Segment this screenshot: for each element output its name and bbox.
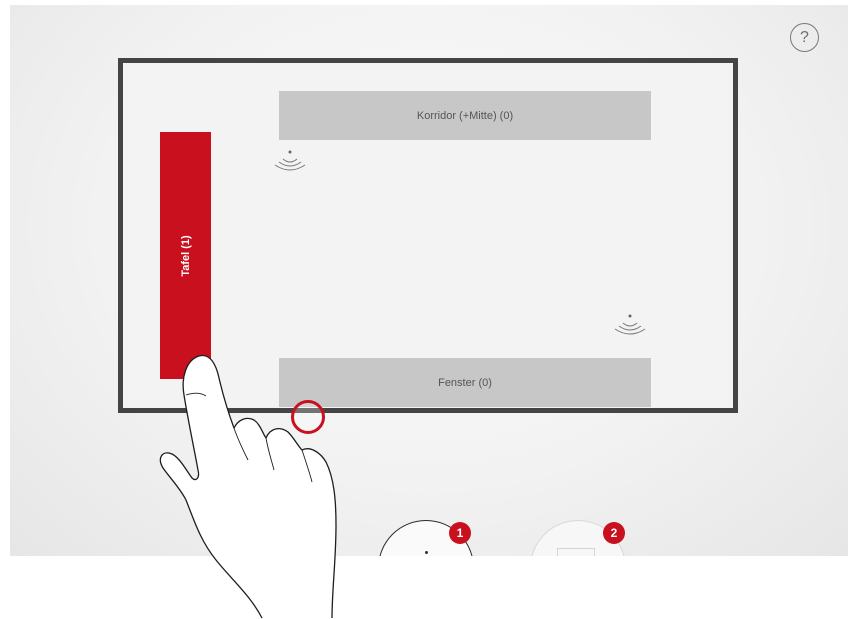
- wifi-sensor-icon: [611, 311, 649, 343]
- help-button[interactable]: ?: [790, 23, 819, 52]
- help-icon: ?: [800, 29, 809, 47]
- app-canvas: ? Korridor (+Mitte) (0) Tafel (1) Fenste…: [10, 5, 848, 556]
- zone-board[interactable]: Tafel (1): [160, 132, 211, 379]
- room-floorplan: Korridor (+Mitte) (0) Tafel (1) Fenster …: [118, 58, 738, 413]
- zone-board-label: Tafel (1): [180, 235, 192, 276]
- zone-window-label: Fenster (0): [438, 377, 492, 389]
- mode-2-badge: 2: [603, 522, 625, 544]
- mode-1-badge: 1: [449, 522, 471, 544]
- zone-corridor-label: Korridor (+Mitte) (0): [417, 110, 513, 122]
- zone-window[interactable]: Fenster (0): [279, 358, 651, 407]
- wifi-sensor-icon: [271, 147, 309, 179]
- touch-indicator: [291, 400, 325, 434]
- zone-corridor[interactable]: Korridor (+Mitte) (0): [279, 91, 651, 140]
- circle-mode-icon: [425, 551, 428, 554]
- square-mode-icon: [557, 548, 595, 556]
